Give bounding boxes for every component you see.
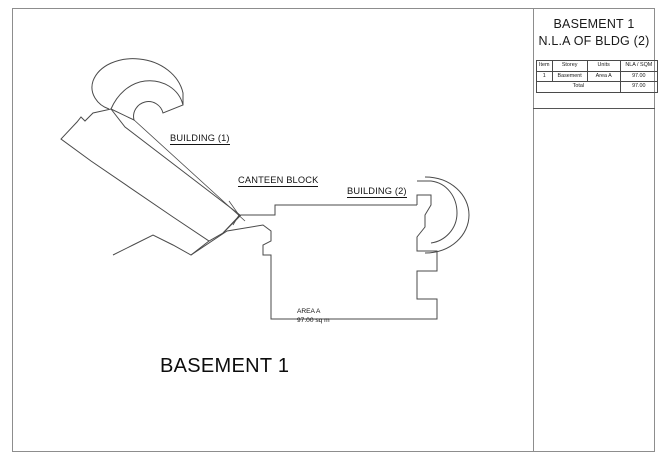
- label-leader-lines: [132, 118, 246, 226]
- building-1-core-arc: [110, 80, 184, 121]
- label-building-2: BUILDING (2): [347, 186, 407, 198]
- cell-nla: 97.00: [619, 70, 659, 83]
- cell-units: Area A: [586, 70, 621, 83]
- sheet-border: [12, 8, 655, 452]
- schedule-bottom-divider: [533, 108, 655, 109]
- panel-title-line-1: BASEMENT 1: [553, 17, 635, 31]
- cell-total-label: Total: [536, 81, 621, 93]
- column-header-item: Item: [536, 60, 553, 72]
- column-header-units: Units: [586, 60, 621, 72]
- label-canteen-block: CANTEEN BLOCK: [238, 175, 319, 187]
- area-a-value: 97.00 sq m: [297, 317, 330, 324]
- building-1-leader: [132, 118, 246, 222]
- column-header-nla: NLA / SQM: [619, 60, 659, 72]
- area-a-name: AREA A: [297, 308, 321, 315]
- table-row: 1 Basement Area A 97.00: [536, 70, 659, 83]
- cell-total-value: 97.00: [619, 81, 659, 93]
- nla-schedule-table: Item Storey Units NLA / SQM 1 Basement A…: [536, 60, 659, 93]
- building-1-outer-arc: [91, 58, 184, 110]
- title-panel: BASEMENT 1 N.L.A OF BLDG (2): [533, 8, 655, 108]
- building-2-outline: [401, 194, 438, 320]
- cell-item: 1: [536, 70, 553, 83]
- lower-link-outline: [190, 224, 272, 309]
- title-panel-divider: [533, 8, 534, 452]
- area-a-annotation: AREA A 97.00 sq m: [297, 307, 330, 325]
- label-building-1: BUILDING (1): [170, 133, 230, 145]
- column-header-storey: Storey: [551, 60, 588, 72]
- table-header-row: Item Storey Units NLA / SQM: [536, 60, 659, 72]
- floor-plan-drawing-area: BUILDING (1) CANTEEN BLOCK BUILDING (2) …: [13, 9, 532, 451]
- building-2-core-arc: [424, 176, 470, 254]
- table-total-row: Total 97.00: [536, 81, 659, 93]
- floor-plan-outline: [60, 58, 470, 320]
- panel-title-line-2: N.L.A OF BLDG (2): [538, 34, 650, 48]
- lower-plan-bottom-edge: [270, 309, 401, 320]
- building-1-outline: [60, 108, 241, 242]
- building-2-inner-arc: [417, 180, 458, 244]
- canteen-block-leader: [228, 200, 240, 226]
- sheet-heading: BASEMENT 1: [160, 355, 290, 377]
- cell-storey: Basement: [551, 70, 588, 83]
